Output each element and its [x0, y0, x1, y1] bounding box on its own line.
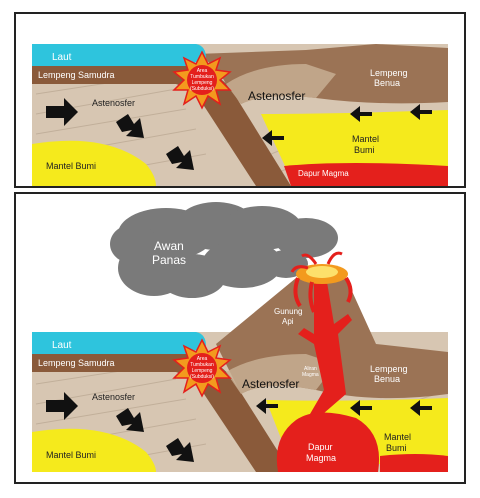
arrow-left-icon [256, 398, 278, 414]
label-mantle-right-2: Bumi [354, 145, 375, 155]
collision-label: Area Tumbukan Lempeng (Subduksi) [190, 356, 214, 380]
volcano-diagram: Awan Panas Gunung Api Aliran Magma Laut … [32, 202, 448, 472]
arrow-down-right-icon [166, 438, 194, 462]
volcano-diagram-panel: Awan Panas Gunung Api Aliran Magma Laut … [14, 192, 466, 484]
label-mantle-right-1: Mantel [352, 134, 379, 144]
collision-label-1: Area [197, 356, 208, 362]
continental-lower-crust [226, 64, 336, 104]
magma-chamber-right [380, 454, 448, 472]
collision-label-2: Tumbukan [190, 74, 214, 80]
magma-chamber [284, 163, 448, 186]
label-mantle-left: Mantel Bumi [46, 161, 96, 171]
mantle-right [261, 110, 448, 179]
collision-burst-icon [172, 50, 232, 110]
oceanic-plate [32, 354, 291, 472]
label-continental-plate-2: Benua [374, 78, 400, 88]
collision-burst-icon [172, 338, 232, 398]
continental-lower-crust [226, 354, 336, 394]
label-magma-chamber-1: Dapur [308, 442, 333, 452]
collision-label-2: Tumbukan [190, 362, 214, 368]
label-volcano-2: Api [282, 317, 294, 326]
label-oceanic-plate: Lempeng Samudra [38, 70, 115, 80]
label-asthenosphere-right: Astenosfer [242, 377, 299, 391]
label-asthenosphere-left: Astenosfer [92, 98, 135, 108]
arrow-left-icon [410, 104, 432, 120]
collision-label: Area Tumbukan Lempeng (Subduksi) [190, 68, 214, 92]
arrow-down-right-icon [116, 408, 144, 432]
sea [32, 332, 206, 354]
label-mantle-left: Mantel Bumi [46, 450, 96, 460]
sea [32, 44, 206, 66]
arrow-left-icon [262, 130, 284, 146]
oceanic-plate [32, 66, 291, 186]
arrow-left-icon [350, 106, 372, 122]
label-volcano-1: Gunung [274, 307, 302, 316]
magma-chamber [276, 412, 380, 472]
arrow-left-icon [350, 400, 372, 416]
label-magma-flow-2: Magma [302, 372, 319, 378]
subduction-diagram-panel: Laut Lempeng Samudra Astenosfer Mantel B… [14, 12, 466, 188]
arrow-left-icon [410, 400, 432, 416]
label-hot-cloud-1: Awan [154, 239, 184, 253]
arrow-down-right-icon [166, 146, 194, 170]
label-asthenosphere-right: Astenosfer [248, 89, 305, 103]
arrow-down-right-icon [116, 114, 144, 138]
label-magma-flow-1: Aliran [304, 366, 317, 372]
label-sea: Laut [52, 340, 72, 351]
volcano-crater-icon [290, 251, 353, 313]
mantle-left [32, 140, 156, 186]
arrow-right-icon [46, 392, 78, 420]
collision-label-4: (Subduksi) [190, 374, 214, 380]
label-magma-chamber: Dapur Magma [298, 169, 349, 178]
collision-label-3: Lempeng [192, 368, 213, 374]
subduction-diagram: Laut Lempeng Samudra Astenosfer Mantel B… [32, 44, 448, 186]
label-mantle-right-2: Bumi [386, 443, 407, 453]
collision-label-1: Area [197, 68, 208, 74]
label-asthenosphere-left: Astenosfer [92, 392, 135, 402]
label-continental-plate-2: Benua [374, 374, 400, 384]
label-continental-plate-1: Lempeng [370, 364, 408, 374]
label-magma-chamber-2: Magma [306, 453, 336, 463]
label-sea: Laut [52, 52, 72, 63]
collision-label-3: Lempeng [192, 80, 213, 86]
mantle-left [32, 428, 156, 472]
collision-label-4: (Subduksi) [190, 86, 214, 92]
arrow-right-icon [46, 98, 78, 126]
magma-conduit [298, 276, 352, 420]
label-mantle-right-1: Mantel [384, 432, 411, 442]
flow-arrows [46, 98, 432, 170]
hot-cloud [110, 202, 338, 298]
label-hot-cloud-2: Panas [152, 253, 186, 267]
flow-arrows [46, 392, 432, 462]
label-continental-plate-1: Lempeng [370, 68, 408, 78]
asthenosphere-texture [35, 363, 447, 465]
label-oceanic-plate: Lempeng Samudra [38, 358, 115, 368]
